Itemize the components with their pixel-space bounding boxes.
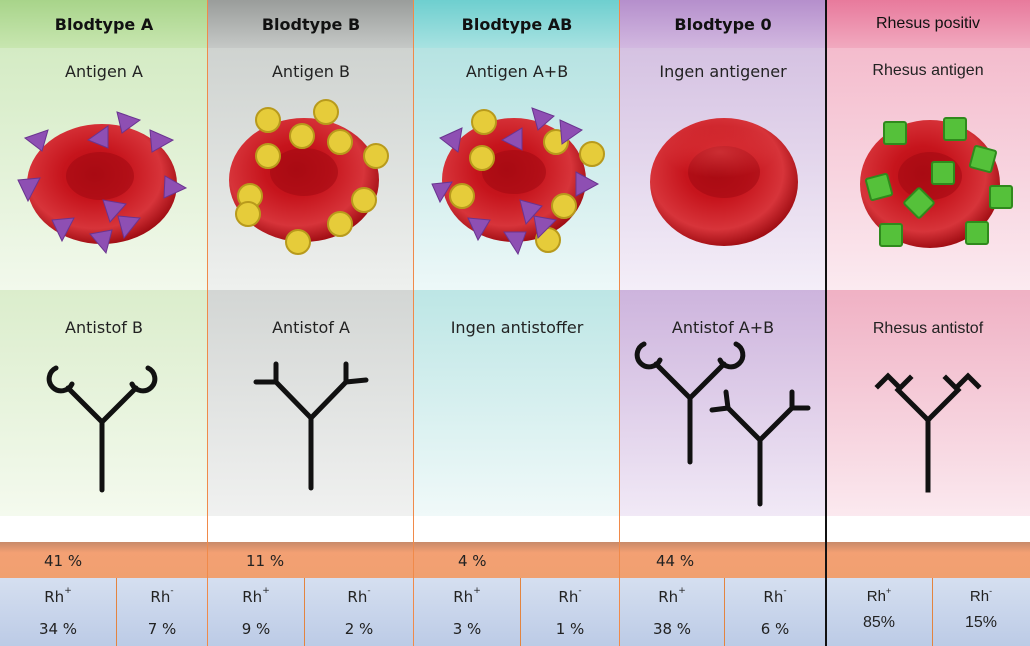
rh-positive-value: 3 % [452,620,482,638]
rh-negative-value: 7 % [147,620,177,638]
rh-negative-label: Rh [558,588,579,606]
antigen-label: Antigen A [65,62,143,81]
rh-positive-label: Rh [658,588,679,606]
column-blodtype-ab: Blodtype AB Antigen A+B [414,0,620,646]
rh-negative-label: Rh [347,588,368,606]
plus-sup: + [885,586,892,596]
column-divider [825,0,827,646]
antigen-label: Antigen A+B [465,62,569,81]
antibody-panel: Antistof B [0,290,208,516]
rh-row: Rh+ 38 % Rh- 6 % [620,578,826,646]
percent-bar: 44 % [620,542,826,578]
column-divider [207,0,208,646]
percent-bar: 41 % [0,542,208,578]
minus-sup: - [783,586,787,596]
percent-value: 44 % [656,552,695,570]
column-divider [413,0,414,646]
minus-sup: - [578,586,582,596]
column-title: Blodtype B [208,0,414,48]
antibody-label: Ingen antistoffer [450,318,584,337]
antibody-panel: Antistof A+B [620,290,826,516]
rh-negative-label: Rh [969,588,990,605]
antibody-a-b-icon [634,341,811,507]
rh-positive-label: Rh [866,588,886,605]
column-title: Blodtype 0 [620,0,826,48]
antibody-panel: Antistof A [208,290,414,516]
column-blodtype-a: Blodtype A Antigen A Antistof B [0,0,208,646]
percent-bar: 11 % [208,542,414,578]
antibody-label: Antistof A+B [671,318,775,337]
red-blood-cell-antigen-a-illustration [17,111,188,255]
minus-sup: - [170,586,174,596]
rh-positive-label: Rh [44,588,65,606]
antigen-label: Antigen B [271,62,350,81]
antibody-label: Antistof B [65,318,143,337]
column-title: Blodtype AB [414,0,620,48]
antigen-panel: Antigen A [0,48,208,290]
rh-row: Rh+ 34 % Rh- 7 % [0,578,208,646]
antibody-a-icon [253,361,369,491]
rh-negative-cell: Rh- 7 % [116,578,208,646]
red-blood-cell-rhesus-antigen-illustration [860,117,1013,248]
minus-sup: - [367,586,371,596]
percent-value: 4 % [458,552,487,570]
rh-negative-label: Rh [763,588,784,606]
plus-sup: + [473,586,481,596]
rh-positive-value: 38 % [652,620,692,638]
column-title: Rhesus positiv [826,0,1030,48]
rh-row: Rh+ 85% Rh- 15% [826,578,1030,646]
rhesus-antibody-icon [874,372,982,493]
column-blodtype-b: Blodtype B Antigen B Antistof A [208,0,414,646]
rh-negative-cell: Rh- 2 % [304,578,414,646]
percent-value: 41 % [44,552,83,570]
rh-negative-value: 15% [964,614,998,631]
antigen-panel: Antigen B [208,48,414,290]
antibody-b-icon [46,365,158,493]
rh-negative-value: 6 % [760,620,790,638]
antigen-label: Ingen antigener [659,62,787,81]
rh-negative-label: Rh [150,588,171,606]
plus-sup: + [64,586,72,596]
antibody-panel: Rhesus antistof [826,290,1030,516]
rh-negative-value: 2 % [344,620,374,638]
antigen-panel: Rhesus antigen [826,48,1030,290]
rh-positive-value: 34 % [38,620,78,638]
percent-bar [826,542,1030,578]
column-divider [619,0,620,646]
rh-positive-cell: Rh+ 85% [826,578,932,646]
plus-sup: + [678,586,686,596]
column-blodtype-0: Blodtype 0 Ingen antigener Antistof A+B [620,0,826,646]
antibody-label: Antistof A [272,318,350,337]
antibody-label: Rhesus antistof [872,320,984,337]
minus-sup: - [989,586,993,596]
rh-row: Rh+ 9 % Rh- 2 % [208,578,414,646]
percent-bar: 4 % [414,542,620,578]
rh-positive-label: Rh [242,588,263,606]
rh-row: Rh+ 3 % Rh- 1 % [414,578,620,646]
rh-positive-value: 9 % [241,620,271,638]
rh-negative-cell: Rh- 15% [932,578,1030,646]
rh-positive-cell: Rh+ 34 % [0,578,116,646]
rh-negative-value: 1 % [555,620,585,638]
red-blood-cell-antigen-b-illustration [229,99,389,255]
antigen-panel: Antigen A+B [414,48,620,290]
red-blood-cell-antigen-ab-illustration [431,107,605,256]
plus-sup: + [262,586,270,596]
rh-positive-value: 85% [862,614,896,631]
rh-positive-cell: Rh+ 9 % [208,578,304,646]
antigen-panel: Ingen antigener [620,48,826,290]
red-blood-cell-no-antigen-illustration [650,118,798,246]
rh-positive-cell: Rh+ 38 % [620,578,724,646]
antigen-label: Rhesus antigen [872,62,984,79]
rh-positive-label: Rh [453,588,474,606]
rh-negative-cell: Rh- 6 % [724,578,826,646]
column-title: Blodtype A [0,0,208,48]
column-rhesus-positiv: Rhesus positiv Rhesus antigen Rhesus ant… [826,0,1030,646]
percent-value: 11 % [246,552,285,570]
rh-positive-cell: Rh+ 3 % [414,578,520,646]
antibody-panel: Ingen antistoffer [414,290,620,516]
rh-negative-cell: Rh- 1 % [520,578,620,646]
